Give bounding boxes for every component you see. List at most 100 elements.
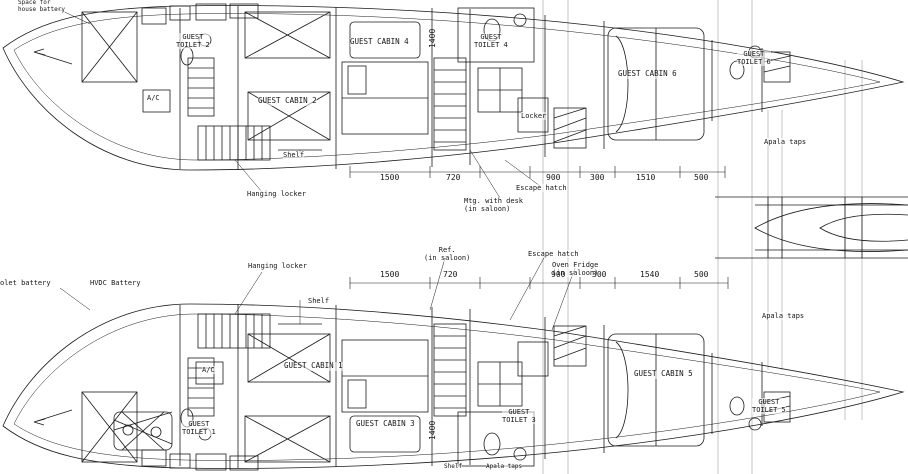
- dim-bottom-900: 900: [551, 270, 566, 279]
- bottom-hull-bulkheads: [179, 304, 763, 468]
- label-guest-cabin-3: GUEST CABIN 3: [356, 419, 415, 429]
- hanging-locker-hatch: [197, 313, 271, 349]
- label-ac-top: A/C: [147, 94, 160, 103]
- label-guest-cabin-5: GUEST CABIN 5: [634, 369, 693, 379]
- deck-locker: [141, 449, 167, 467]
- dim-top-1510: 1510: [636, 173, 656, 182]
- house-battery-box: [81, 11, 138, 83]
- label-shelf-top: Shelf: [283, 151, 305, 160]
- ac-unit-box: [142, 89, 171, 113]
- dimension-line-bottom: [349, 277, 729, 289]
- deck-locker: [229, 455, 259, 471]
- station-lines: [542, 0, 863, 474]
- label-guest-toilet-1: GUEST TOILET 1: [182, 420, 216, 437]
- label-oven-fridge: Oven Fridge (in saloon): [552, 261, 599, 278]
- shower-grid: [477, 67, 523, 113]
- label-guest-toilet-5: GUEST TOILET 5: [752, 398, 786, 415]
- label-toilet-battery: olet battery: [0, 279, 51, 288]
- label-hanging-locker-bottom: Hanging locker: [248, 262, 308, 271]
- label-apala-taps-bottom-edge: Apala taps: [486, 463, 523, 471]
- label-dim-1400-bottom: 1400: [428, 420, 437, 440]
- berth-outline: [341, 339, 429, 413]
- stern-arrow-icon: [33, 409, 73, 426]
- label-guest-toilet-3: GUEST TOILET 3: [502, 408, 536, 425]
- label-guest-toilet-4: GUEST TOILET 4: [474, 33, 508, 50]
- berth-outline: [607, 333, 705, 447]
- dimension-line-top: [349, 166, 726, 178]
- slatted-locker: [187, 357, 215, 417]
- sink-icon: [513, 13, 527, 27]
- deck-locker: [169, 453, 191, 469]
- dim-top-500: 500: [694, 173, 709, 182]
- label-dim-1400-top: 1400: [428, 28, 437, 48]
- top-hull-bulkheads: [179, 6, 763, 170]
- locker-box: [517, 97, 549, 133]
- label-shelf-bottom: Shelf: [308, 297, 330, 306]
- battery-box: [81, 391, 138, 463]
- sink-icon: [748, 417, 762, 431]
- label-escape-hatch-top: Escape hatch: [516, 184, 567, 193]
- label-hvdc-battery: HVDC Battery: [90, 279, 141, 288]
- seat-hatch: [553, 107, 587, 149]
- slatted-locker: [187, 57, 215, 117]
- step-hatch: [763, 51, 791, 83]
- label-ref-in-saloon: Ref. (in saloon): [424, 246, 471, 263]
- dim-bottom-1540: 1540: [640, 270, 660, 279]
- label-space-for-house-battery: Space for house battery: [18, 0, 65, 14]
- label-shelf-bottom-edge: Shelf: [444, 463, 463, 471]
- leader-lines: [59, 255, 576, 331]
- bottom-hull-linework: [2, 255, 905, 471]
- deck-locker: [169, 5, 191, 21]
- stern-arrow-icon: [33, 48, 73, 65]
- hanging-locker-hatch: [197, 125, 271, 161]
- crossbeam-linework: [715, 196, 908, 259]
- dim-top-900: 900: [546, 173, 561, 182]
- top-hull-linework: [2, 3, 905, 199]
- label-apala-taps-top: Apala taps: [764, 138, 807, 147]
- label-guest-cabin-2: GUEST CABIN 2: [258, 96, 317, 106]
- berth-outline: [607, 27, 705, 141]
- bottom-hull-outline: [2, 303, 905, 469]
- dim-bottom-300: 300: [592, 270, 607, 279]
- dim-top-300: 300: [590, 173, 605, 182]
- deck-locker: [141, 7, 167, 25]
- dim-top-720: 720: [446, 173, 461, 182]
- deck-locker: [229, 3, 259, 19]
- toilet-compartment: [457, 7, 535, 63]
- label-guest-cabin-4: GUEST CABIN 4: [350, 37, 409, 47]
- shower-grid: [477, 361, 523, 407]
- companionway-steps: [433, 323, 467, 417]
- deck-locker: [195, 453, 227, 471]
- berth-outline: [341, 61, 429, 135]
- label-apala-taps-bottom: Apala taps: [762, 312, 805, 321]
- label-guest-toilet-2: GUEST TOILET 2: [176, 33, 210, 50]
- dim-bottom-720: 720: [443, 270, 458, 279]
- seat-hatch: [553, 325, 587, 367]
- toilet-icon: [729, 396, 745, 416]
- dim-bottom-500: 500: [694, 270, 709, 279]
- label-mtg-with-desk: Mtg. with desk (in saloon): [464, 197, 524, 214]
- top-hull-inner-line: [13, 13, 881, 161]
- dim-top-1500: 1500: [380, 173, 400, 182]
- berth-outline: [244, 11, 331, 141]
- top-hull-outline: [2, 5, 905, 171]
- locker-box: [517, 341, 549, 377]
- bow-beam-fairing: [754, 203, 908, 252]
- dim-bottom-1500: 1500: [380, 270, 400, 279]
- cabin-table: [349, 415, 421, 453]
- ac-unit-box: [195, 361, 224, 385]
- label-hanging-locker-top: Hanging locker: [247, 190, 307, 199]
- leader-lines: [55, 7, 541, 199]
- label-escape-hatch-bottom: Escape hatch: [528, 250, 579, 259]
- toilet-icon: [180, 46, 194, 66]
- label-guest-toilet-6: GUEST TOILET 6: [737, 50, 771, 67]
- toilet-icon: [483, 432, 501, 456]
- label-ac-bottom: A/C: [202, 366, 215, 375]
- berth-outline: [244, 333, 331, 463]
- deck-locker: [195, 3, 227, 21]
- sink-icon: [513, 447, 527, 461]
- label-locker-top: Locker: [521, 112, 547, 121]
- companionway-steps: [433, 57, 467, 151]
